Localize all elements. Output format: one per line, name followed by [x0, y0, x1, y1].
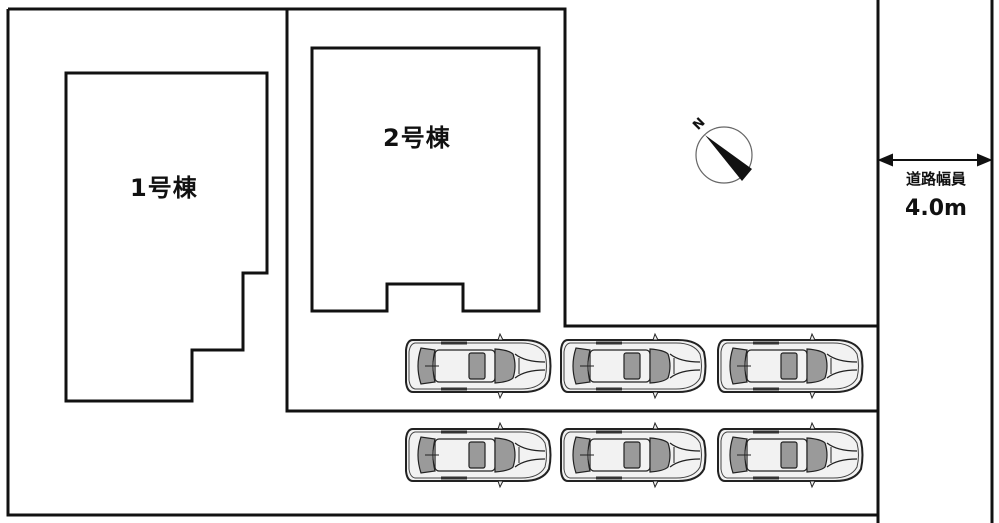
- compass-icon: N: [690, 115, 753, 184]
- road-width-value: 4.0m: [905, 196, 967, 221]
- svg-text:N: N: [690, 115, 708, 133]
- building-1-outline: [64, 71, 269, 403]
- road-width-label: 道路幅員: [905, 170, 966, 188]
- lot-divider: [285, 9, 878, 413]
- building-1-label: 1号棟: [130, 174, 198, 202]
- building-2-label: 2号棟: [383, 124, 451, 152]
- building-2-outline: [310, 46, 541, 313]
- road-width-arrow: [877, 153, 993, 167]
